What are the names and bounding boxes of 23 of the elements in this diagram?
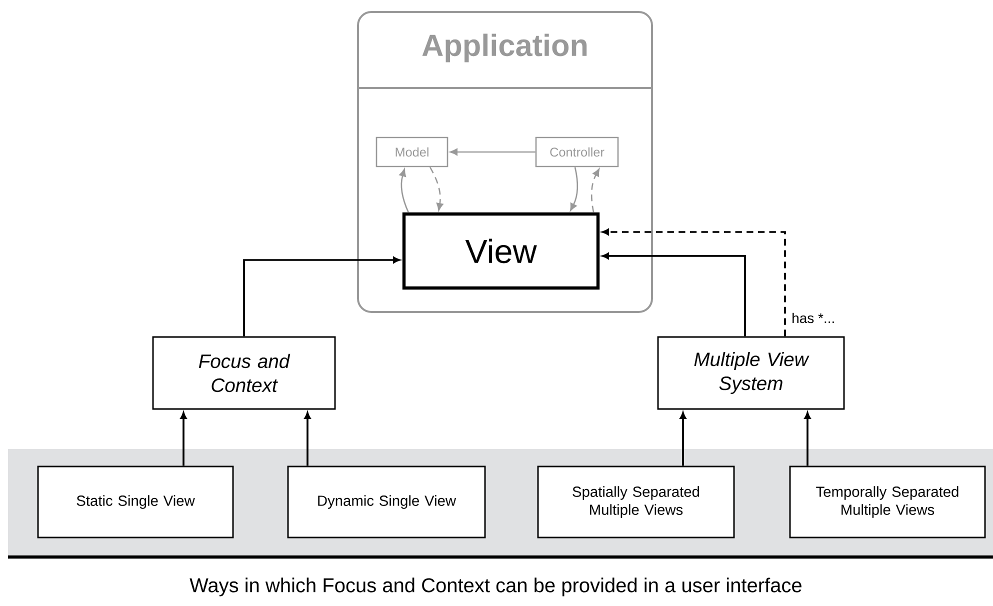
view-box: View <box>402 212 600 290</box>
process-box: Focus and Context <box>152 336 336 410</box>
arrow <box>602 252 746 336</box>
arrow <box>602 228 786 336</box>
arrow <box>804 412 811 466</box>
view-type-box: Static Single View <box>37 466 234 538</box>
arrow <box>429 166 444 211</box>
component-box: Controller <box>535 136 619 168</box>
arrow <box>570 167 578 211</box>
arrow <box>243 256 400 336</box>
process-box: Multiple View System <box>657 336 845 410</box>
caption: Ways in which Focus and Context can be provided in a user interface <box>190 578 802 596</box>
arrow <box>304 412 311 466</box>
arrow <box>590 168 600 213</box>
view-type-box: Spatially Separated Multiple Views <box>537 466 735 538</box>
edge-label: has *... <box>790 312 836 324</box>
component-box: Model <box>376 136 448 168</box>
arrow <box>399 168 410 213</box>
arrow <box>450 148 536 156</box>
view-type-box: Dynamic Single View <box>287 466 486 538</box>
view-type-box: Temporally Separated Multiple Views <box>789 466 986 538</box>
arrow <box>680 412 686 466</box>
arrow <box>180 412 187 466</box>
